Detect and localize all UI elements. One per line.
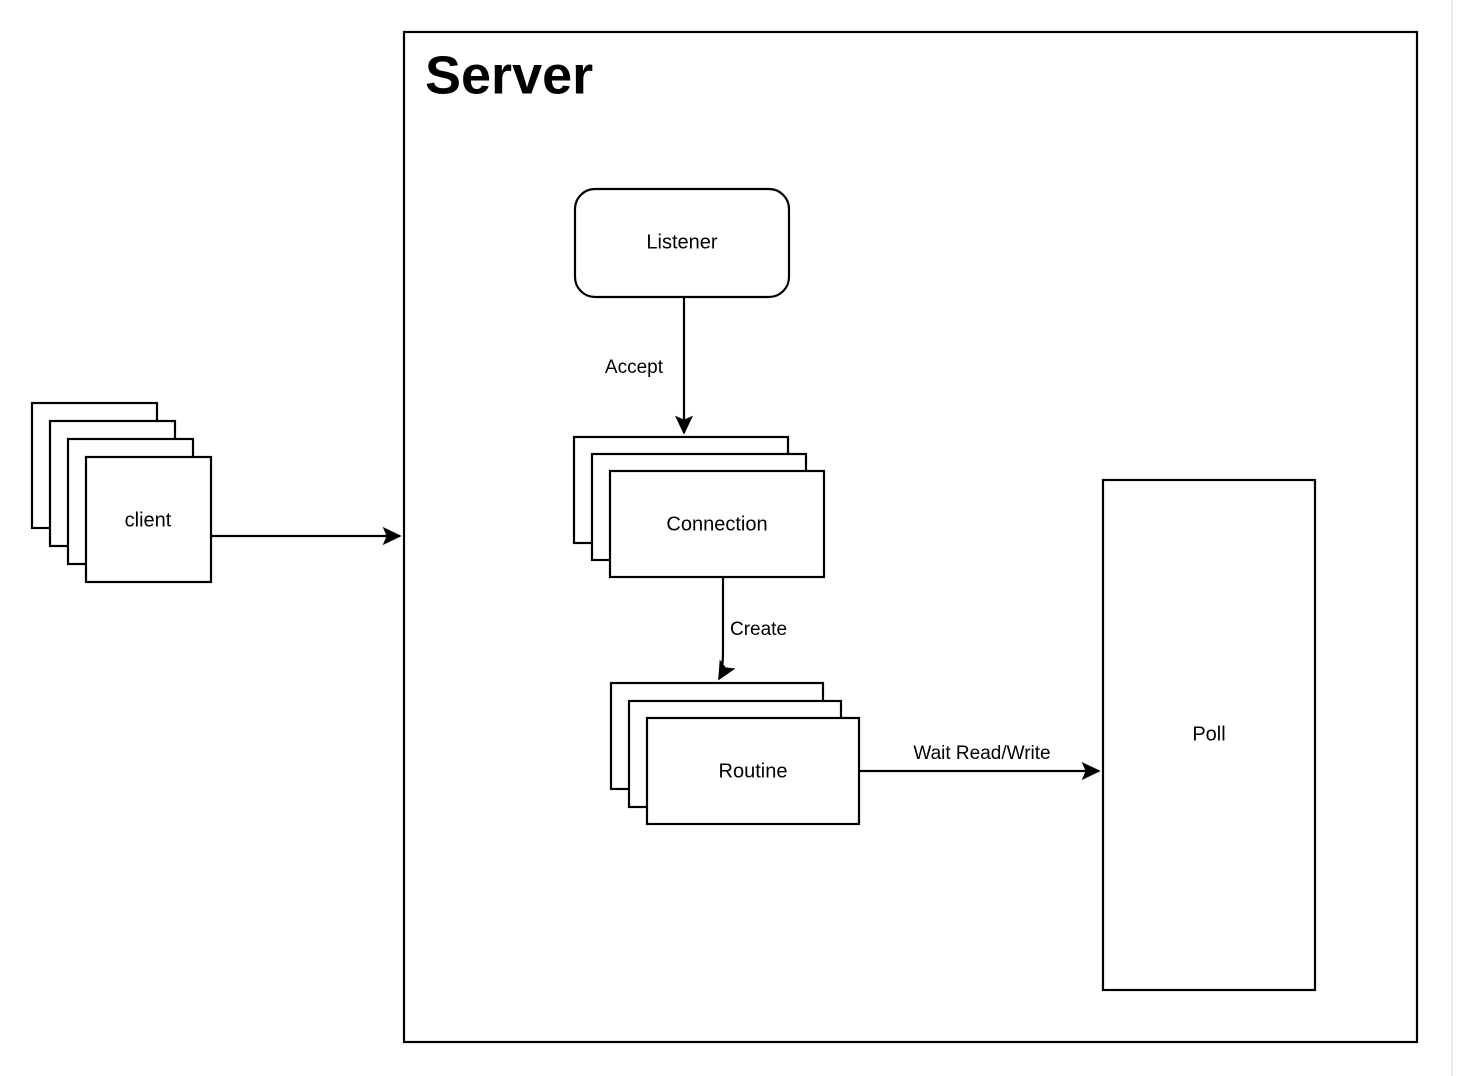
routine-label: Routine xyxy=(719,760,788,782)
listener-label: Listener xyxy=(646,231,717,253)
node-listener[interactable]: Listener xyxy=(573,187,791,299)
node-connection[interactable]: Connection xyxy=(572,435,826,579)
client-label: client xyxy=(125,509,172,531)
node-poll[interactable]: Poll xyxy=(1101,478,1317,992)
edge-routine-to-poll[interactable]: Wait Read/Write xyxy=(859,743,1101,781)
accept-label: Accept xyxy=(605,357,664,378)
client-stack-layer-front[interactable] xyxy=(84,455,213,584)
listener-box[interactable] xyxy=(573,187,791,299)
node-routine[interactable]: Routine xyxy=(609,681,861,826)
create-arrow[interactable] xyxy=(718,577,736,681)
node-client[interactable]: client xyxy=(30,401,213,584)
poll-label: Poll xyxy=(1192,723,1225,745)
edge-listener-to-connection[interactable]: Accept xyxy=(605,297,694,435)
edge-connection-to-routine[interactable]: Create xyxy=(718,577,787,681)
wait-read-write-label: Wait Read/Write xyxy=(913,743,1050,764)
create-label: Create xyxy=(730,619,787,640)
server-title: Server xyxy=(425,45,593,105)
connection-stack-layer-front[interactable] xyxy=(608,469,826,579)
connection-label: Connection xyxy=(666,513,767,535)
poll-box[interactable] xyxy=(1101,478,1317,992)
